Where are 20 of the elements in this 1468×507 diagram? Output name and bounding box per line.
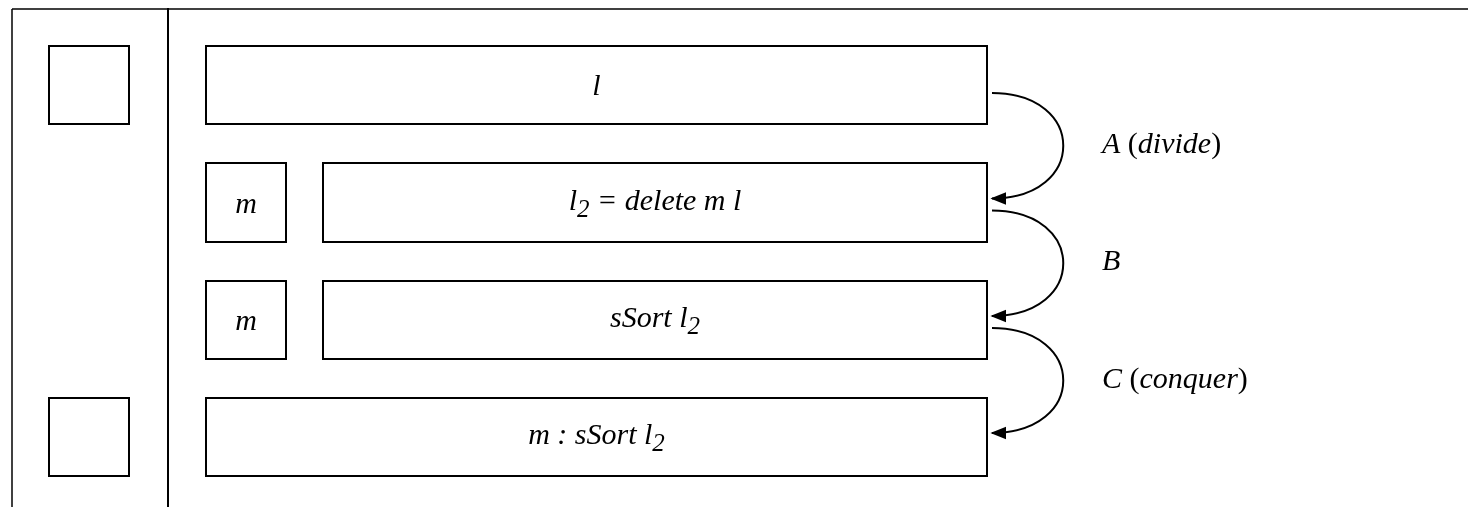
empty-box [48,397,130,477]
term-box [205,162,287,243]
curved-arrow [990,92,1065,204]
term-text: m [235,303,257,337]
term-box [205,397,988,477]
term-box [205,45,988,125]
term-text: sSort l$_{2}$ [610,300,700,340]
term-text: l$_{2}$ = delete m l [568,182,742,223]
empty-box [48,45,130,125]
term-box [322,162,988,243]
term-text: m : sSort l$_{2}$ [528,417,665,457]
edge-label: C (conquer) [1102,360,1248,395]
term-text: l [592,68,601,102]
curved-arrow [990,209,1065,321]
term-box [322,280,988,360]
term-text: m [235,185,257,220]
term-box [205,280,287,360]
edge-label: B [1102,243,1121,278]
curved-arrow [990,327,1065,438]
edge-label: A (divide) [1102,125,1222,160]
